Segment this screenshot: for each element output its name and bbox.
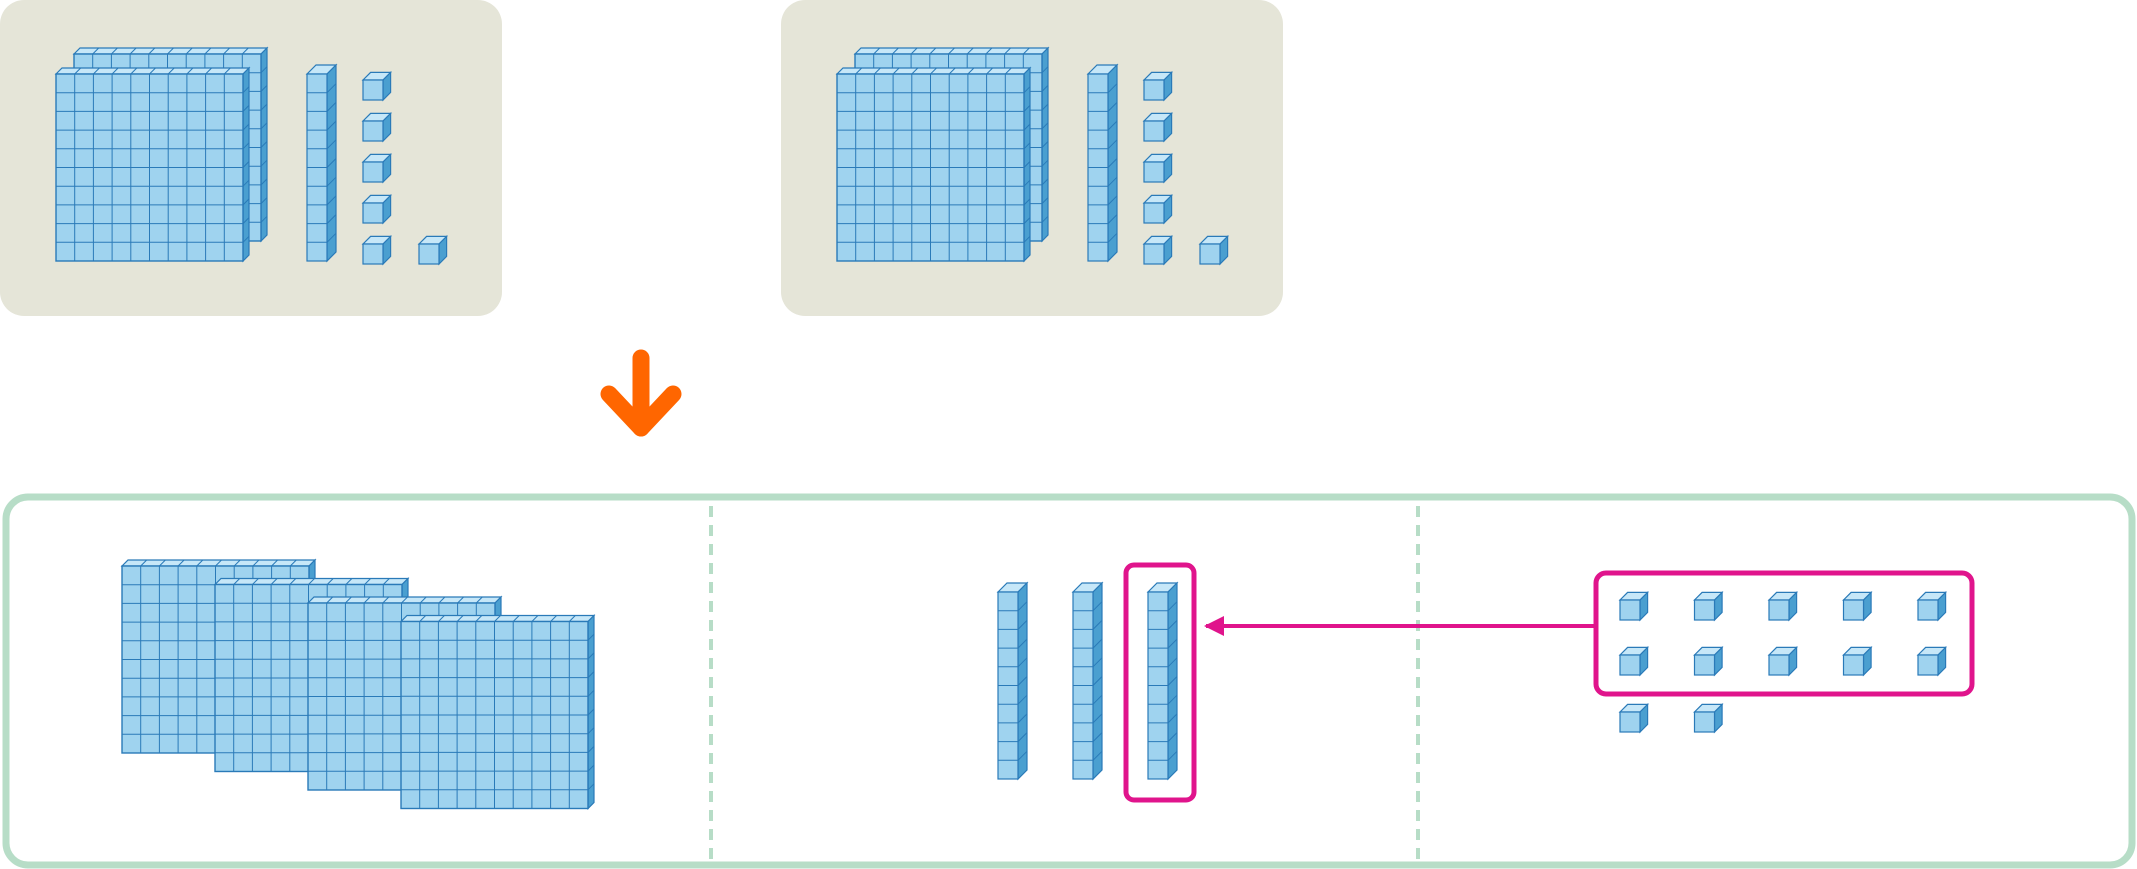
ten-rod-icon: [1086, 63, 1119, 263]
ones-column: [1618, 590, 1948, 734]
unit-cube-icon: [1842, 590, 1873, 622]
unit-cube-icon: [1693, 702, 1724, 734]
unit-cube-icon: [1618, 645, 1650, 677]
unit-cube-icon: [1142, 70, 1174, 102]
unit-cube-icon: [1142, 111, 1174, 143]
unit-cube-icon: [1842, 645, 1873, 677]
unit-cube-icon: [1142, 234, 1174, 266]
addend-blocks-1: [54, 46, 449, 266]
ten-rod-icon: [1146, 581, 1179, 781]
unit-cube-icon: [1618, 702, 1650, 734]
hundreds-column: [120, 558, 596, 810]
unit-cube-icon: [1693, 590, 1724, 622]
ten-rod-icon: [305, 63, 338, 263]
tens-column: [996, 581, 1179, 781]
unit-cube-icon: [1142, 152, 1174, 184]
ten-ones-highlight: [1593, 570, 1975, 697]
unit-cube-icon: [361, 193, 393, 225]
unit-cube-icon: [1916, 645, 1948, 677]
unit-cube-icon: [361, 152, 393, 184]
hundred-flat-icon: [399, 614, 596, 810]
unit-cube-icon: [1767, 645, 1799, 677]
unit-cube-icon: [417, 234, 449, 266]
ten-rod-icon: [1071, 581, 1104, 781]
unit-cube-icon: [1198, 234, 1230, 266]
unit-cube-icon: [1916, 590, 1948, 622]
hundred-flat-icon: [54, 66, 251, 263]
hundred-flat-icon: [835, 66, 1032, 263]
unit-cube-icon: [1767, 590, 1799, 622]
ten-rod-icon: [996, 581, 1029, 781]
unit-cube-icon: [361, 234, 393, 266]
unit-cube-icon: [361, 111, 393, 143]
unit-cube-icon: [1693, 645, 1724, 677]
down-arrow-icon: [600, 349, 682, 437]
addend-blocks-2: [835, 46, 1230, 266]
new-ten-highlight: [1123, 562, 1197, 803]
unit-cube-icon: [361, 70, 393, 102]
unit-cube-icon: [1618, 590, 1650, 622]
unit-cube-icon: [1142, 193, 1174, 225]
